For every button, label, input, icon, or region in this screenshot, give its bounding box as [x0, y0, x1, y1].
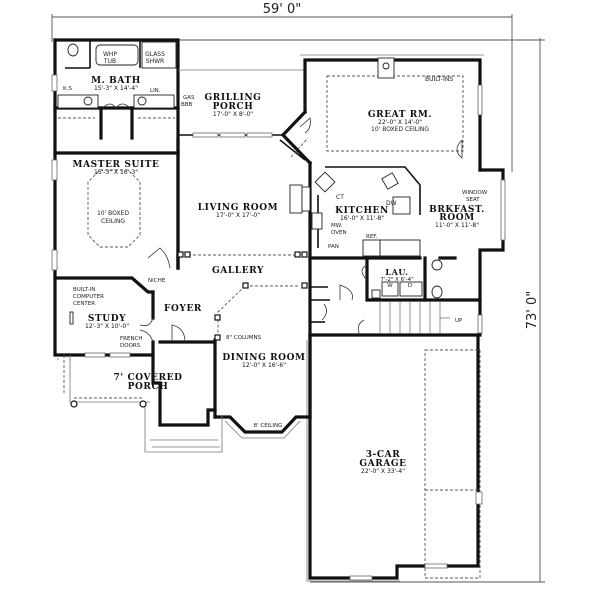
- kitchen-label: KITCHEN: [335, 206, 389, 216]
- room-labels: WHP TUB GLASS SHWR M. BATH 15'-3" X 14'-…: [63, 51, 488, 475]
- gallery-label: GALLERY: [212, 266, 264, 276]
- overall-depth-label: 73' 0": [525, 291, 540, 330]
- sink-icon: [137, 96, 147, 106]
- living-room-dims: 17'-0" X 17'-0": [216, 212, 260, 219]
- dryer-label: D: [408, 283, 412, 289]
- ref-label: REF.: [366, 234, 378, 240]
- dw-label: DW: [386, 200, 397, 207]
- builtin-label-2: COMPUTER: [73, 294, 104, 300]
- french-doors-label: FRENCH: [120, 336, 143, 342]
- gas-label: GAS: [183, 95, 195, 101]
- covered-porch-label-2: PORCH: [128, 382, 169, 392]
- oven-label: OVEN: [331, 230, 347, 236]
- shower-label: GLASS: [145, 51, 165, 58]
- exterior-walls: [53, 38, 505, 582]
- ks-label: K.S: [63, 86, 72, 92]
- powder-sink-icon: [431, 259, 443, 271]
- living-room-label: LIVING ROOM: [198, 203, 279, 213]
- overall-width-label: 59' 0": [263, 2, 302, 17]
- kitchen-dims: 16'-0" X 11'-8": [340, 215, 384, 222]
- dining-room-label: DINING ROOM: [222, 353, 305, 363]
- overall-dimensions: 59' 0" 73' 0": [51, 2, 545, 583]
- whirlpool-tub-icon: [95, 44, 139, 66]
- laundry-label: LAU.: [385, 267, 408, 277]
- garage-label: 3-CAR: [366, 450, 401, 460]
- grilling-porch-label: GRILLING: [205, 93, 262, 103]
- french-doors-label-2: DOORS: [120, 343, 141, 349]
- gas-label-2: BBB: [181, 102, 193, 108]
- grilling-porch-dims: 17'-0" X 8'-0": [213, 111, 253, 118]
- breakfast-label-2: ROOM: [439, 213, 475, 223]
- dining-ceiling-label: 8' CEILING: [254, 423, 283, 429]
- ct-label: CT: [336, 194, 344, 201]
- master-bath-dims: 15'-3" X 14'-4": [94, 85, 138, 92]
- breakfast-dims: 11'-0" X 11'-8": [435, 222, 479, 229]
- grilling-porch-label-2: PORCH: [213, 102, 254, 112]
- doors: [102, 103, 463, 343]
- foyer-label: FOYER: [164, 304, 202, 314]
- columns-label: 8" COLUMNS: [226, 335, 262, 341]
- master-ceiling-label: 10' BOXED: [97, 210, 129, 217]
- master-bath-label: M. BATH: [91, 76, 141, 86]
- sink-icon: [83, 96, 93, 106]
- dashed-features: [58, 75, 481, 579]
- window-seat-label: WINDOW: [462, 190, 488, 196]
- master-suite-label: MASTER SUITE: [73, 160, 160, 170]
- builtin-label-3: CENTER: [73, 301, 95, 307]
- pantry-label: PAN: [328, 244, 339, 250]
- refrigerator-icon: [362, 239, 381, 257]
- island-sink-icon: [381, 172, 399, 190]
- study-label: STUDY: [88, 314, 126, 324]
- garage-dims: 22'-0" X 33'-4": [361, 468, 405, 475]
- laundry-dims: 7'-2" X 6'-4": [380, 277, 413, 283]
- washer-icon: [381, 281, 399, 297]
- niche-label: NICHE: [148, 278, 166, 284]
- toilet-icon: [67, 43, 79, 57]
- living-fireplace-icon: [289, 184, 303, 214]
- great-room-label: GREAT RM.: [368, 110, 432, 120]
- shower-label-2: SHWR: [146, 58, 164, 65]
- master-suite-dims: 15'-3" X 16'-3": [94, 169, 138, 176]
- window-seat-label-2: SEAT: [466, 197, 480, 203]
- oven-icon: [311, 212, 323, 230]
- columns: [70, 251, 308, 408]
- garage-label-2: GARAGE: [359, 459, 406, 469]
- covered-porch-label: 7' COVERED: [114, 373, 183, 383]
- builtin-label: BUILT-IN: [73, 287, 95, 293]
- great-room-ceiling: 10' BOXED CEILING: [371, 126, 429, 133]
- mw-label: MW.: [331, 223, 343, 229]
- tub-label-2: TUB: [103, 58, 116, 65]
- tub-label: WHP: [103, 51, 117, 58]
- breakfast-label: BRKFAST.: [429, 205, 485, 215]
- builtins-label: BUILT-INS: [425, 76, 453, 83]
- study-dims: 12'-3" X 10'-0": [85, 323, 129, 330]
- fixtures: [57, 41, 450, 333]
- great-room-dims: 22'-0" X 14'-0": [378, 119, 422, 126]
- powder-toilet-icon: [431, 285, 443, 299]
- linen-label: LIN.: [150, 88, 161, 94]
- shower-icon: [141, 41, 177, 69]
- master-ceiling-label-2: CEILING: [101, 218, 125, 225]
- stairs-icon: [379, 302, 450, 333]
- dryer-icon: [399, 281, 423, 297]
- windows: [51, 74, 506, 581]
- cooktop-icon: [314, 171, 336, 193]
- stairs-up-label: UP: [455, 318, 463, 324]
- dining-room-dims: 12'-0" X 16'-6": [242, 362, 286, 369]
- washer-label: W: [387, 283, 393, 289]
